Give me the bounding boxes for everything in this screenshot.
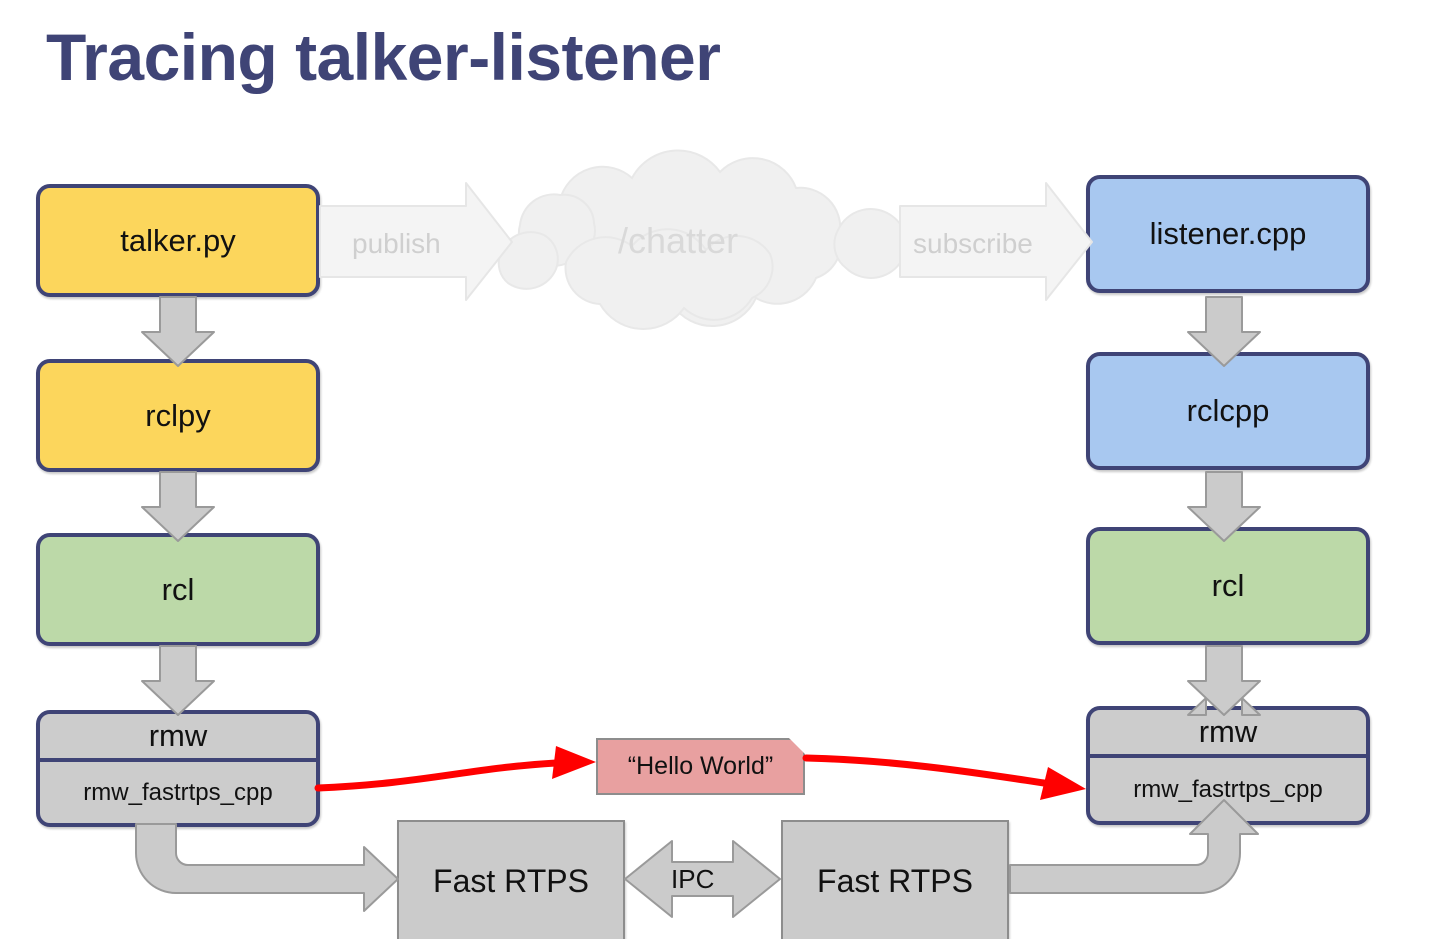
node-rmw-right[interactable]: rmw rmw_fastrtps_cpp [1086,706,1370,825]
node-label: Fast RTPS [433,863,589,899]
node-label: rmw [1090,710,1366,758]
arrow-rmw-left-to-fastrtps [135,823,399,912]
node-talker-py[interactable]: talker.py [36,184,320,297]
node-sublabel: rmw_fastrtps_cpp [83,778,273,806]
node-label: Fast RTPS [817,863,973,899]
chatter-label: /chatter [618,220,739,261]
subscribe-label: subscribe [913,228,1033,259]
node-label: rcl [161,571,195,607]
arrow-rcl-to-rmw-left [141,645,215,716]
red-arrow-message-to-rmw-right [802,754,1086,800]
node-sublabel: rmw_fastrtps_cpp [1133,775,1323,803]
node-rcl-right[interactable]: rcl [1086,527,1370,645]
node-label: rmw [40,714,316,762]
node-label: rclpy [145,397,211,433]
node-fast-rtps-right[interactable]: Fast RTPS [781,820,1009,939]
page-title: Tracing talker-listener [46,20,721,94]
node-rclcpp[interactable]: rclcpp [1086,352,1370,470]
arrow-talkerpy-to-rclpy [141,296,215,367]
node-rclpy[interactable]: rclpy [36,359,320,472]
node-label: rcl [1211,568,1245,603]
node-label: talker.py [120,222,236,258]
node-fast-rtps-left[interactable]: Fast RTPS [397,820,625,939]
node-rcl-left[interactable]: rcl [36,533,320,646]
arrow-rmw-right-up [1187,645,1261,716]
message-label: “Hello World” [627,752,774,780]
red-arrow-rmw-left-to-message [314,746,596,792]
node-listener-cpp[interactable]: listener.cpp [1086,175,1370,293]
arrow-rclpy-to-rcl [141,471,215,542]
message-hello-world[interactable]: “Hello World” [596,738,805,795]
node-label: rclcpp [1186,393,1270,428]
node-label: listener.cpp [1149,216,1307,251]
publish-label: publish [352,228,441,259]
ipc-label: IPC [671,864,715,894]
node-rmw-left[interactable]: rmw rmw_fastrtps_cpp [36,710,320,827]
